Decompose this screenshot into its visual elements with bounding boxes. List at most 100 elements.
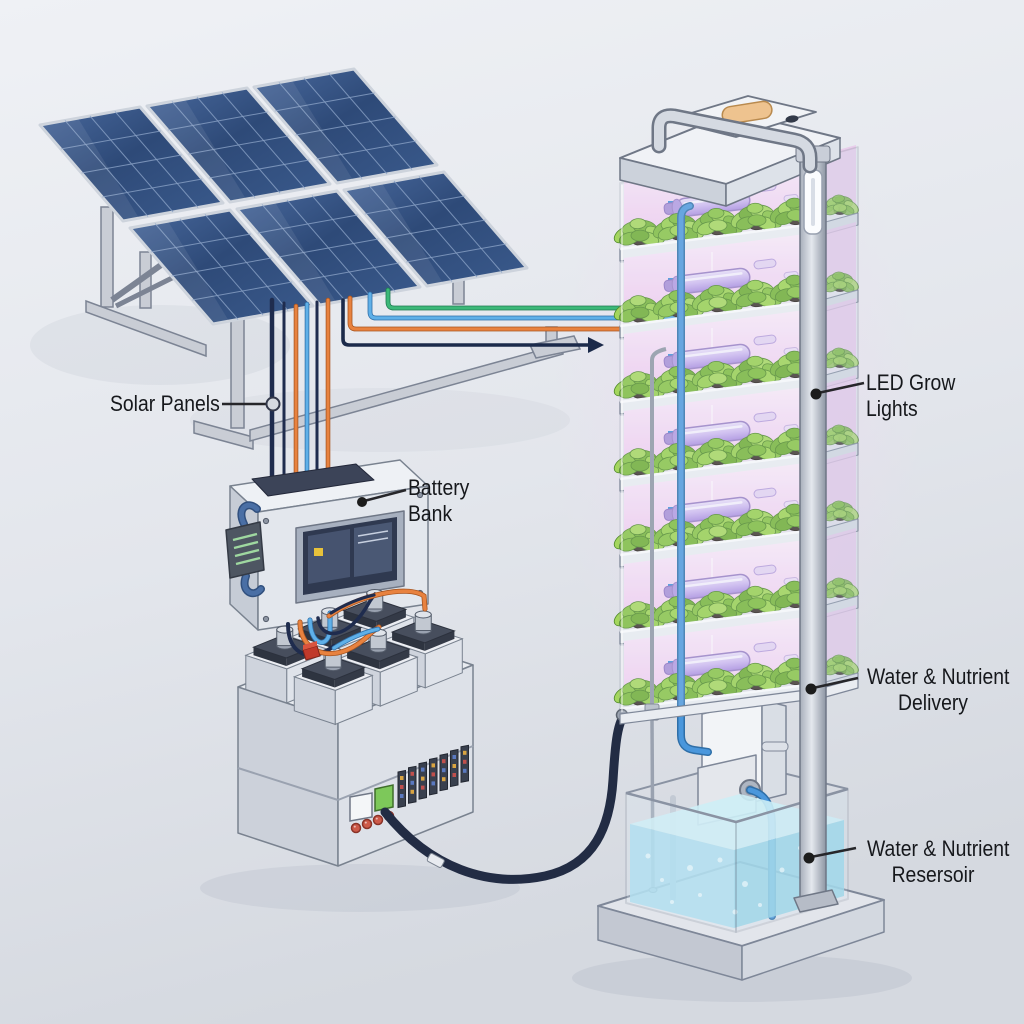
indicator-led bbox=[400, 794, 404, 798]
plant-cluster bbox=[820, 654, 859, 676]
tower-frame-column bbox=[799, 147, 827, 906]
leaf bbox=[708, 679, 728, 692]
lid-handle bbox=[721, 100, 773, 125]
leaf bbox=[707, 513, 725, 525]
button-highlight bbox=[375, 817, 378, 820]
display-text-line bbox=[357, 530, 389, 537]
tower-level-6 bbox=[613, 528, 859, 646]
leaf bbox=[832, 424, 845, 433]
leaf bbox=[708, 296, 728, 309]
indicator-led bbox=[452, 764, 456, 768]
panel-grid-line bbox=[171, 257, 272, 277]
panel-sheen bbox=[130, 221, 229, 324]
label-text: Delivery bbox=[898, 690, 968, 715]
indicator-led bbox=[452, 773, 456, 777]
indicator-led bbox=[431, 763, 435, 768]
solar-panel-array bbox=[38, 67, 529, 326]
grow-tower bbox=[597, 95, 885, 981]
leaf bbox=[629, 295, 647, 307]
label-battery-bank: Battery Bank bbox=[408, 475, 469, 527]
plant-cluster bbox=[820, 271, 859, 293]
battery-array bbox=[244, 589, 464, 726]
wire bbox=[286, 622, 336, 657]
indicator-led bbox=[452, 755, 456, 759]
tube-highlight bbox=[683, 578, 743, 588]
panel-sheen bbox=[344, 183, 443, 286]
bubble bbox=[660, 878, 664, 882]
plant-cluster bbox=[691, 360, 743, 389]
chamber-fitting bbox=[753, 411, 777, 423]
label-text: Lights bbox=[866, 396, 918, 421]
leaf bbox=[630, 229, 650, 242]
leaf bbox=[746, 432, 764, 444]
leader-dot-reservoir bbox=[803, 852, 815, 864]
round-button bbox=[361, 818, 373, 830]
pump-outlet-stub bbox=[761, 741, 789, 752]
round-button bbox=[350, 822, 362, 834]
inverter-display-green bbox=[374, 784, 394, 812]
chamber-fitting bbox=[753, 564, 777, 576]
wire bbox=[386, 288, 699, 310]
tube-highlight bbox=[683, 425, 743, 435]
leaf bbox=[832, 347, 845, 356]
wire bbox=[341, 298, 592, 347]
frame-foot-front bbox=[193, 420, 254, 450]
panel-sheen bbox=[237, 202, 336, 305]
plant-cluster bbox=[820, 347, 859, 369]
chamber-fitting bbox=[753, 334, 777, 346]
wire bbox=[308, 611, 332, 644]
module-vent bbox=[235, 556, 261, 566]
frame-arch-tube bbox=[654, 110, 815, 171]
label-text: LED Grow bbox=[866, 370, 956, 395]
leaf bbox=[746, 508, 764, 520]
tower-glass-front bbox=[619, 156, 823, 715]
shelf-lip bbox=[619, 298, 823, 328]
panel-grid-line bbox=[81, 154, 182, 174]
shelf-lip bbox=[619, 221, 823, 251]
conduit-bottom bbox=[242, 573, 264, 596]
plant-cluster bbox=[691, 207, 743, 236]
annotations bbox=[222, 381, 865, 864]
label-text: Water & Nutrient bbox=[867, 664, 1010, 689]
tube-highlight bbox=[683, 655, 743, 665]
wire bbox=[329, 593, 376, 615]
controller-wire-gland bbox=[251, 463, 375, 497]
leaf bbox=[708, 219, 728, 232]
label-text: Water & Nutrient bbox=[867, 836, 1010, 861]
label-text: Solar Panels bbox=[110, 391, 220, 416]
indicator-led bbox=[421, 767, 425, 772]
plant-cluster bbox=[691, 284, 743, 313]
leaf bbox=[707, 437, 725, 449]
label-water-nutrient-reservoir: Water & Nutrient Resersoir bbox=[867, 836, 1010, 888]
wire bbox=[332, 627, 380, 650]
indicator-led bbox=[463, 768, 467, 773]
leaf bbox=[746, 662, 764, 674]
cable-band bbox=[426, 852, 445, 868]
leaf bbox=[832, 500, 845, 509]
plant-cluster bbox=[691, 437, 743, 466]
panel-grid-line bbox=[328, 73, 413, 170]
leader-dot-battery bbox=[357, 497, 367, 507]
bubble bbox=[645, 853, 651, 859]
cap-side bbox=[379, 649, 410, 670]
label-led-grow-lights: LED Grow Lights bbox=[866, 370, 955, 422]
leaf bbox=[747, 674, 767, 687]
leaf bbox=[832, 356, 848, 366]
tower-glass-side bbox=[821, 146, 859, 689]
indicator-led bbox=[463, 759, 467, 764]
panel-sheen bbox=[254, 80, 353, 183]
panel-grid-line bbox=[278, 238, 379, 258]
controller-display-pane-right bbox=[354, 522, 392, 577]
round-button bbox=[372, 814, 384, 826]
leader-battery-bank bbox=[363, 488, 407, 503]
leaf bbox=[832, 194, 845, 203]
indicator-led bbox=[463, 750, 467, 755]
plant-cluster bbox=[691, 513, 743, 542]
led-grow-tube bbox=[663, 420, 751, 448]
leaf bbox=[629, 218, 647, 230]
bubble bbox=[779, 867, 785, 873]
leaf bbox=[630, 689, 650, 702]
panel-grid-line bbox=[102, 178, 203, 198]
leader-dot-delivery bbox=[805, 683, 817, 695]
leaf bbox=[747, 291, 767, 304]
